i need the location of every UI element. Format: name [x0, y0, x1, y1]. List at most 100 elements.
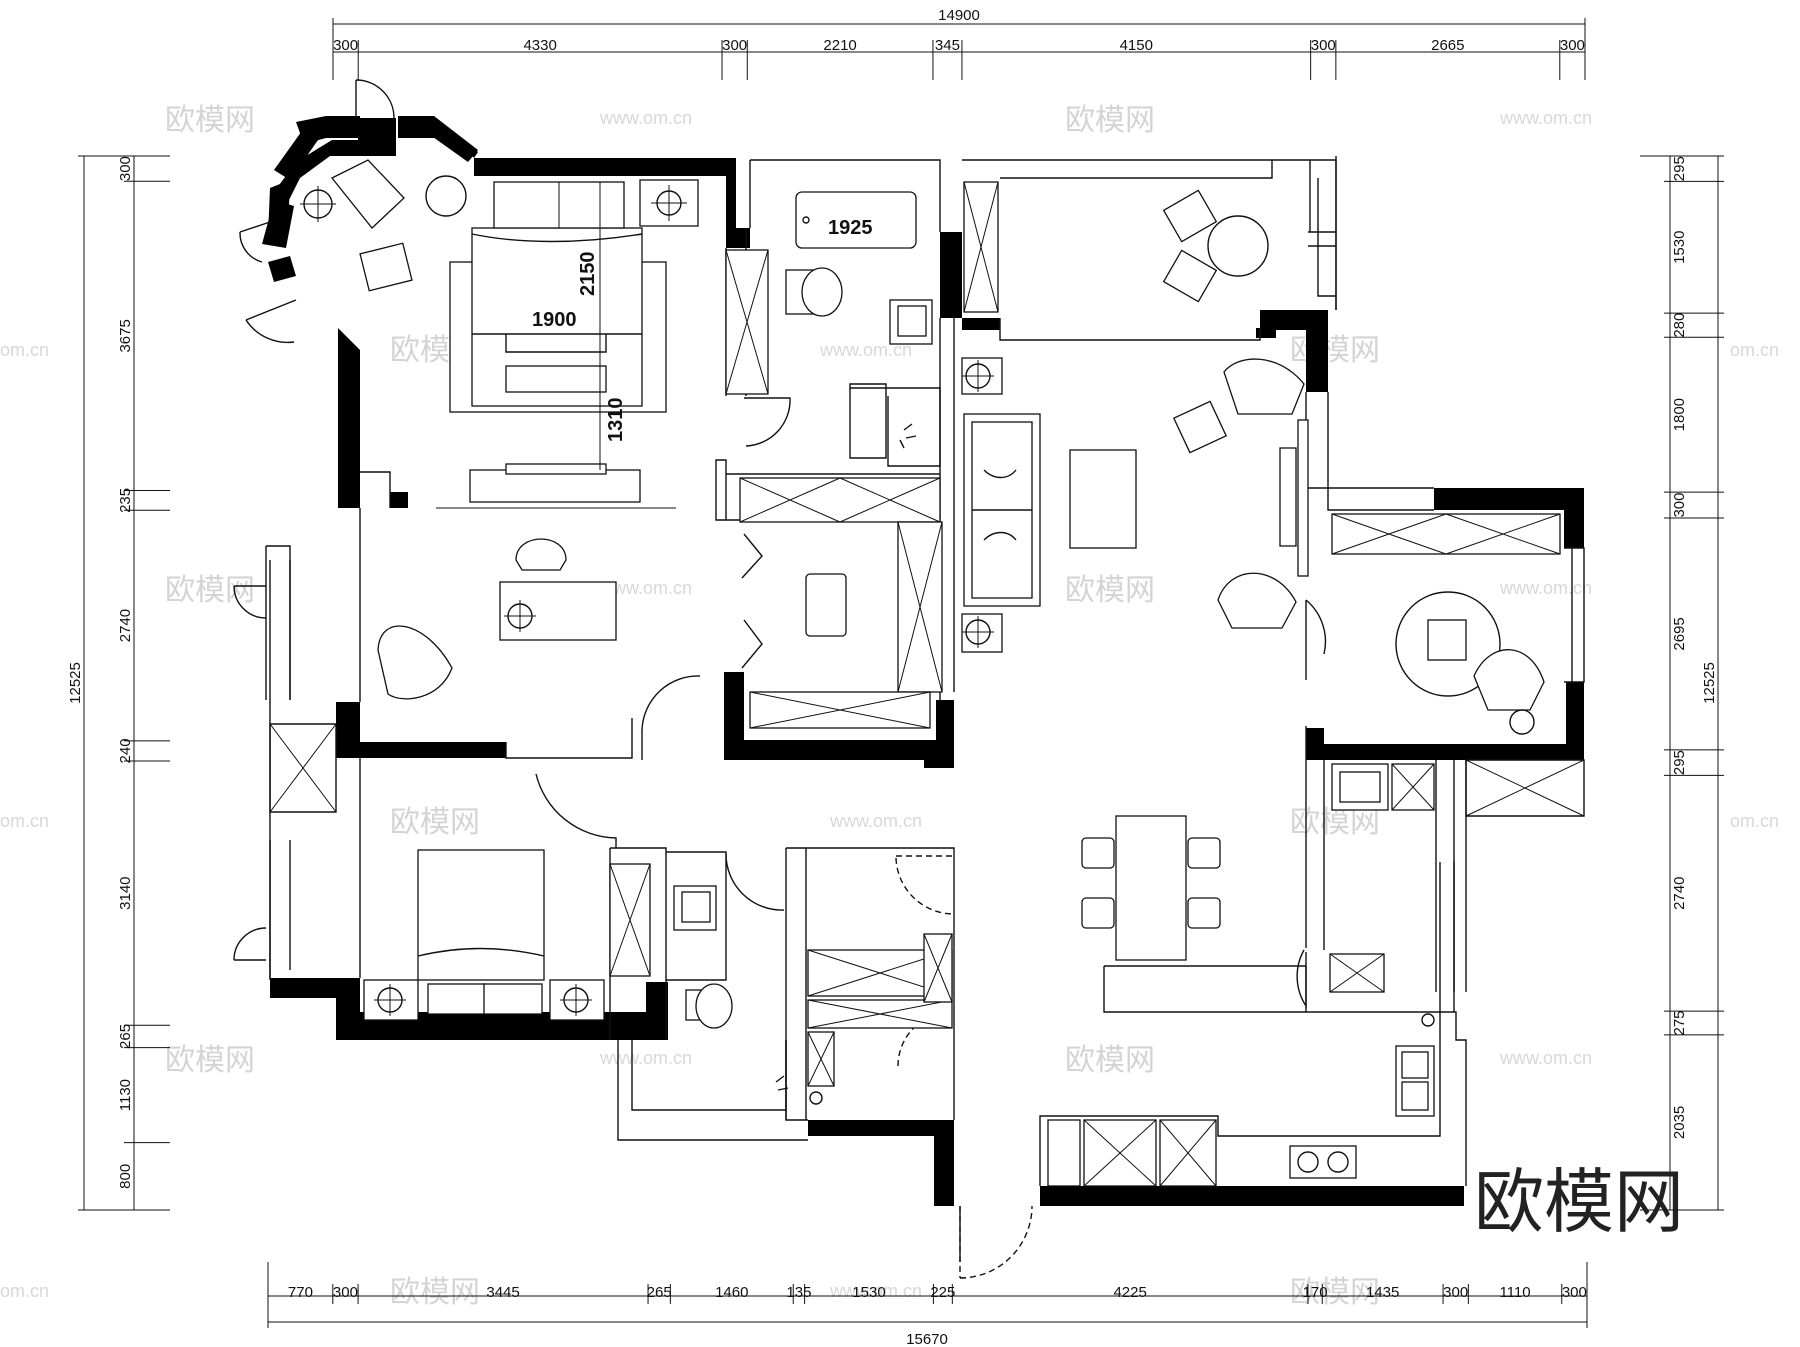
dimension-label: 295	[1671, 750, 1688, 775]
partition-lines	[265, 156, 1585, 1262]
armchair	[300, 159, 467, 292]
watermark-brand: 欧模网	[1290, 805, 1380, 840]
watermark-url: om.cn	[0, 340, 49, 360]
dimension-label: 2035	[1671, 1106, 1688, 1139]
watermark-brand: 欧模网	[390, 1275, 480, 1310]
shower	[850, 387, 941, 466]
watermark-url: www.om.cn	[1499, 108, 1592, 128]
dimension-total-top: 14900	[938, 7, 980, 24]
watermark-url: om.cn	[1730, 340, 1779, 360]
bed-length-label: 2150	[577, 252, 599, 297]
watermark-brand: 欧模网	[165, 1043, 255, 1078]
tv-cabinet	[1279, 419, 1309, 577]
dimension-label: 300	[1560, 37, 1585, 54]
dimension-label: 4150	[1120, 37, 1153, 54]
dimension-label: 1530	[1671, 231, 1688, 264]
dimension-label: 1130	[117, 1079, 134, 1111]
dimension-labels: 14900 15670 12525 12525	[67, 7, 1718, 1347]
dimension-label: 2665	[1431, 37, 1464, 54]
watermark-brand: 欧模网	[1290, 1275, 1380, 1310]
sink	[889, 299, 933, 345]
watermark-url: www.om.cn	[829, 811, 922, 831]
closet	[725, 249, 769, 395]
dimension-total-bottom: 15670	[906, 1331, 948, 1347]
furniture: 1925	[300, 159, 1561, 1187]
dimension-label: 300	[1671, 493, 1688, 518]
wardrobe	[739, 477, 943, 729]
dimension-label: 345	[935, 37, 960, 54]
watermark-url: om.cn	[0, 1281, 49, 1301]
bed-second	[363, 849, 605, 1021]
dimension-label: 1800	[1671, 398, 1688, 431]
dimension-label: 2740	[117, 609, 134, 642]
bed-dimensions: 2150 1900 1310	[472, 182, 642, 470]
dimension-label: 770	[288, 1284, 313, 1301]
lounge-chair	[1172, 358, 1305, 629]
nightstand	[639, 179, 699, 227]
dimension-label: 170	[1303, 1284, 1328, 1301]
watermark-brand: 欧模网	[165, 103, 255, 138]
dimension-label: 300	[722, 37, 747, 54]
dimension-label: 3140	[117, 876, 134, 909]
dimension-label: 2210	[823, 37, 856, 54]
structural-walls	[262, 116, 1584, 1206]
dimension-label: 280	[1671, 313, 1688, 338]
watermark-brand: 欧模网	[1290, 333, 1380, 368]
dimension-label: 800	[117, 1164, 134, 1189]
dimension-label: 1530	[852, 1284, 885, 1301]
dimension-label: 275	[1671, 1010, 1688, 1035]
dimension-label: 300	[1562, 1284, 1587, 1301]
dimension-label: 265	[117, 1024, 134, 1049]
dimension-label: 235	[117, 488, 134, 513]
dimension-label: 300	[117, 156, 134, 181]
bed-master	[449, 181, 667, 413]
dimension-label: 4225	[1113, 1284, 1146, 1301]
dimension-total-right: 12525	[1701, 662, 1718, 704]
watermark-brand: 欧模网	[1065, 103, 1155, 138]
brand-logo: 欧模网	[1474, 1161, 1684, 1243]
second-bath	[609, 863, 789, 1091]
bed-gap-label: 1310	[605, 398, 627, 443]
dimension-label: 300	[1443, 1284, 1468, 1301]
watermark-brand: 欧模网	[165, 573, 255, 608]
watermark-brand: 欧模网	[390, 805, 480, 840]
bed-width-label: 1900	[532, 309, 577, 331]
dimension-label: 3675	[117, 319, 134, 352]
sofa	[961, 357, 1137, 653]
watermark-url: om.cn	[0, 811, 49, 831]
dimension-total-left: 12525	[67, 662, 84, 704]
dimension-label: 300	[333, 37, 358, 54]
bathtub: 1925	[795, 191, 917, 249]
dimension-label: 135	[786, 1284, 811, 1301]
dimension-label: 2695	[1671, 617, 1688, 650]
dimension-label: 1435	[1366, 1284, 1399, 1301]
watermark-url: www.om.cn	[599, 578, 692, 598]
dimension-label: 225	[930, 1284, 955, 1301]
dimension-label: 300	[1311, 37, 1336, 54]
study-desk	[377, 538, 617, 700]
dimension-label: 3445	[486, 1284, 519, 1301]
watermark-url: www.om.cn	[1499, 1048, 1592, 1068]
watermark-brand: 欧模网	[1065, 573, 1155, 608]
toilet	[785, 267, 843, 317]
kitchen-fixtures	[1047, 763, 1435, 1187]
watermark-url: www.om.cn	[599, 1048, 692, 1068]
bathtub-dimension: 1925	[828, 217, 873, 239]
dimension-label: 1110	[1499, 1284, 1530, 1301]
watermark-brand: 欧模网	[1065, 1043, 1155, 1078]
dimension-label: 265	[647, 1284, 672, 1301]
watermark-url: www.om.cn	[819, 340, 912, 360]
balcony-table	[963, 181, 1269, 313]
watermark-url: www.om.cn	[1499, 578, 1592, 598]
dimension-label: 300	[333, 1284, 358, 1301]
storage	[807, 933, 953, 1105]
dimension-label: 1460	[715, 1284, 748, 1301]
dimension-label: 240	[117, 738, 134, 763]
wardrobe-right	[1331, 513, 1561, 735]
watermark-url: om.cn	[1730, 811, 1779, 831]
dining-table	[1081, 815, 1221, 961]
dimension-lines	[78, 18, 1724, 1328]
watermark-url: www.om.cn	[599, 108, 692, 128]
dimension-label: 4330	[523, 37, 556, 54]
